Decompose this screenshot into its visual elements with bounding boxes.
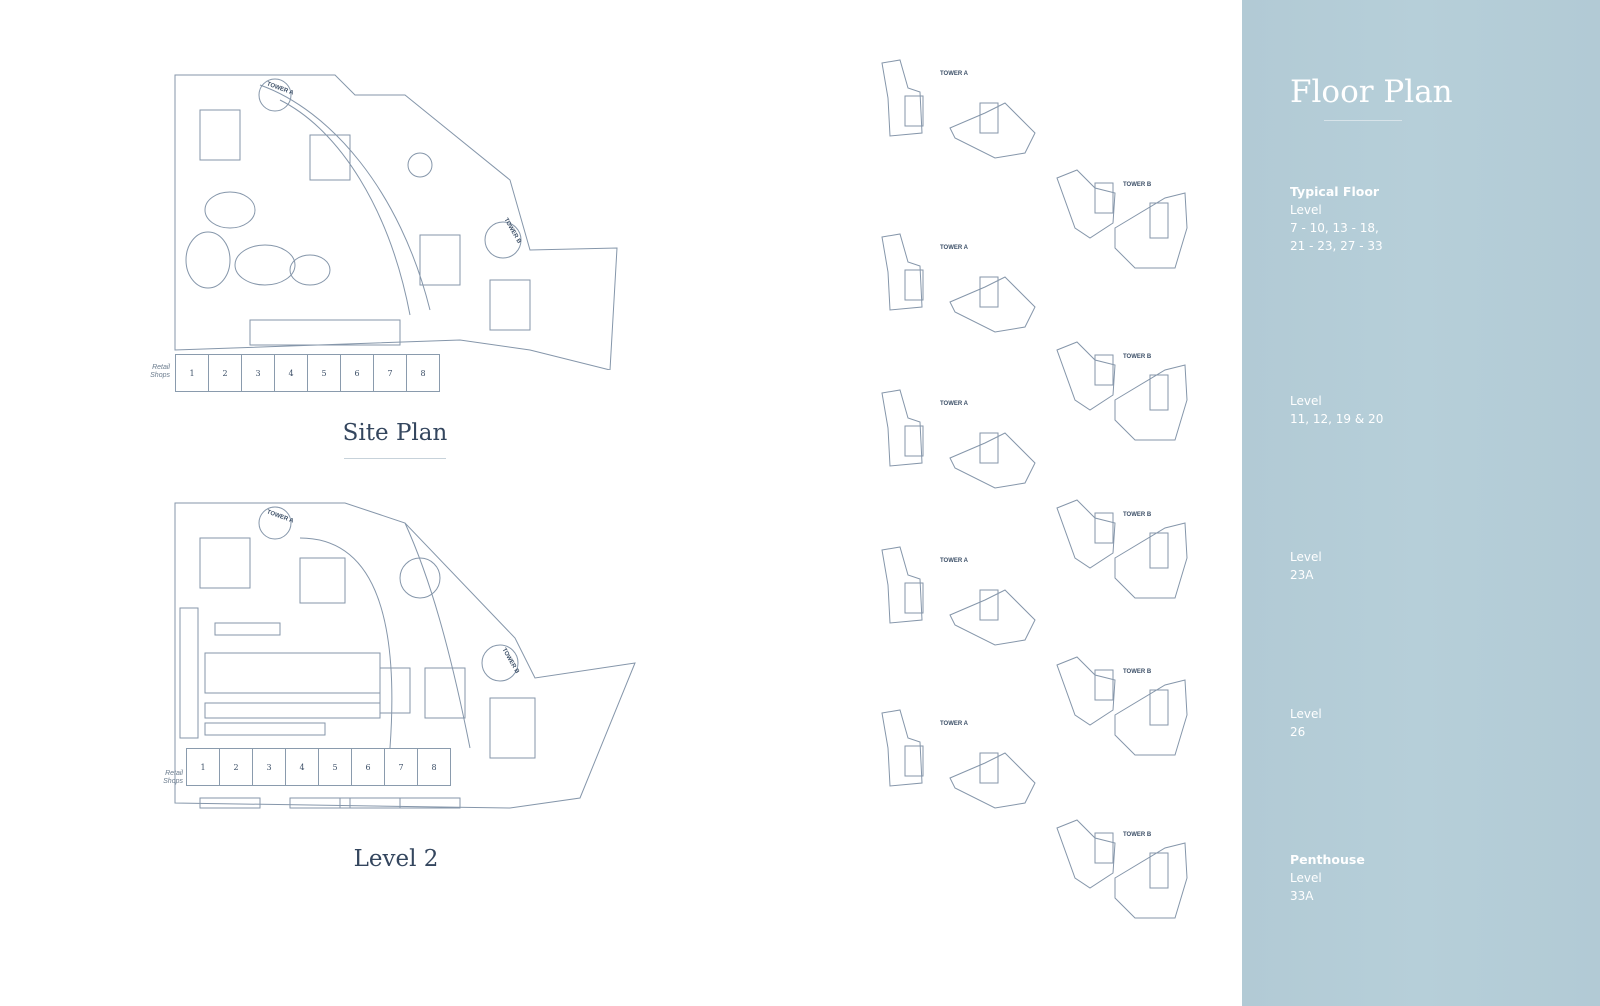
tower-b-floor-plan[interactable] bbox=[1055, 818, 1195, 923]
section-label: Level bbox=[1290, 394, 1322, 408]
shop-unit: 1 bbox=[186, 748, 220, 786]
retail-shops-label: Retail Shops bbox=[163, 770, 183, 785]
tower-b-floor-plan[interactable] bbox=[1055, 168, 1195, 273]
tower-a-floor-plan[interactable] bbox=[880, 58, 1040, 163]
section-levels: 21 - 23, 27 - 33 bbox=[1290, 239, 1383, 253]
shop-unit: 2 bbox=[208, 354, 242, 392]
shop-unit: 3 bbox=[252, 748, 286, 786]
tower-b-label: TOWER B bbox=[1123, 182, 1152, 188]
section-levels: 7 - 10, 13 - 18, bbox=[1290, 221, 1379, 235]
shop-unit: 5 bbox=[307, 354, 341, 392]
section-label: Level bbox=[1290, 707, 1322, 721]
section-label: Level bbox=[1290, 871, 1322, 885]
shop-unit: 4 bbox=[274, 354, 308, 392]
tower-a-floor-plan[interactable] bbox=[880, 388, 1040, 493]
tower-a-label: TOWER A bbox=[940, 721, 968, 727]
shop-unit: 7 bbox=[373, 354, 407, 392]
level2-plan-drawing bbox=[174, 502, 636, 809]
section-heading: Typical Floor bbox=[1290, 184, 1380, 199]
tower-b-floor-plan[interactable] bbox=[1055, 340, 1195, 445]
shop-unit: 4 bbox=[285, 748, 319, 786]
shop-unit: 8 bbox=[406, 354, 440, 392]
tower-a-floor-plan[interactable] bbox=[880, 545, 1040, 650]
tower-b-label: TOWER B bbox=[1123, 512, 1152, 518]
shop-unit: 3 bbox=[241, 354, 275, 392]
tower-b-label: TOWER B bbox=[1123, 832, 1152, 838]
site-plan-title: Site Plan bbox=[342, 420, 448, 446]
title-divider bbox=[1324, 120, 1402, 121]
tower-a-label: TOWER A bbox=[940, 71, 968, 77]
section-levels: 11, 12, 19 & 20 bbox=[1290, 412, 1384, 426]
tower-b-floor-plan[interactable] bbox=[1055, 498, 1195, 603]
section-levels: 23A bbox=[1290, 568, 1314, 582]
shop-unit: 6 bbox=[340, 354, 374, 392]
shop-unit: 6 bbox=[351, 748, 385, 786]
shop-unit: 7 bbox=[384, 748, 418, 786]
site-plan-drawing bbox=[174, 74, 618, 370]
shop-unit: 8 bbox=[417, 748, 451, 786]
section-level-26[interactable]: Level 26 bbox=[1290, 705, 1322, 741]
divider bbox=[344, 458, 446, 459]
shop-unit: 1 bbox=[175, 354, 209, 392]
section-levels: 26 bbox=[1290, 725, 1306, 739]
tower-b-floor-plan[interactable] bbox=[1055, 655, 1195, 760]
tower-a-label: TOWER A bbox=[940, 245, 968, 251]
tower-b-label: TOWER B bbox=[1123, 669, 1152, 675]
section-label: Level bbox=[1290, 550, 1322, 564]
section-level-23a[interactable]: Level 23A bbox=[1290, 548, 1322, 584]
section-heading: Penthouse bbox=[1290, 852, 1365, 867]
section-level-11-12-19-20[interactable]: Level 11, 12, 19 & 20 bbox=[1290, 392, 1383, 428]
section-levels: 33A bbox=[1290, 889, 1314, 903]
shop-unit: 5 bbox=[318, 748, 352, 786]
retail-shops-label: Retail Shops bbox=[150, 364, 170, 379]
tower-a-floor-plan[interactable] bbox=[880, 232, 1040, 337]
level2-title: Level 2 bbox=[353, 846, 439, 872]
section-label: Level bbox=[1290, 203, 1322, 217]
shop-unit: 2 bbox=[219, 748, 253, 786]
tower-a-label: TOWER A bbox=[940, 401, 968, 407]
tower-a-label: TOWER A bbox=[940, 558, 968, 564]
panel-title: Floor Plan bbox=[1290, 74, 1453, 110]
tower-a-floor-plan[interactable] bbox=[880, 708, 1040, 813]
tower-b-label: TOWER B bbox=[1123, 354, 1152, 360]
